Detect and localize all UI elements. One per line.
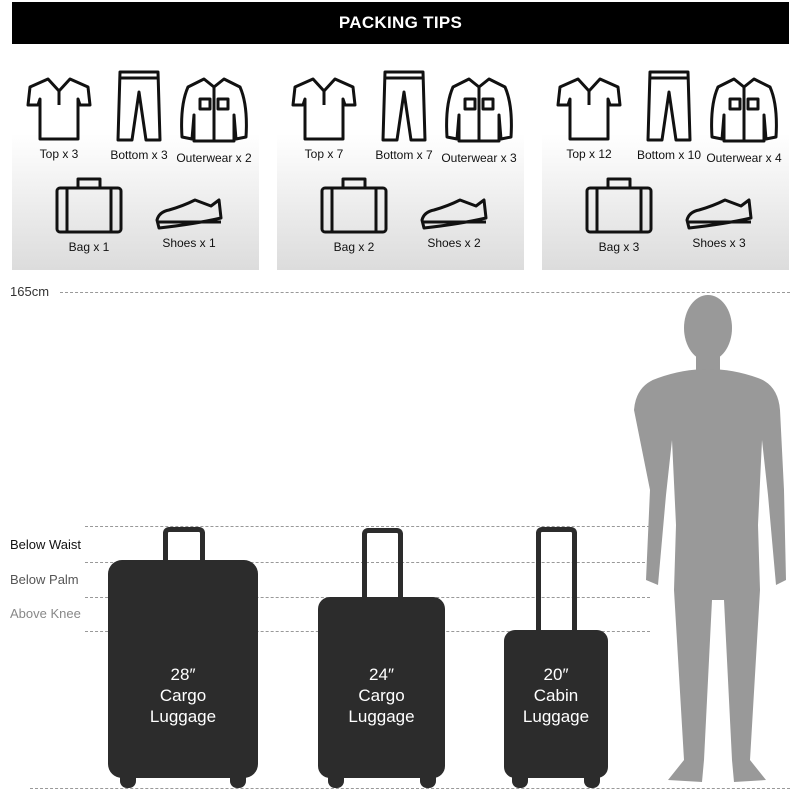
- person-silhouette-icon: [634, 295, 786, 782]
- bottom-icon: [367, 70, 441, 142]
- height-line: [60, 292, 790, 293]
- bag-label: Bag x 1: [68, 240, 110, 254]
- outerwear-label: Outerwear x 4: [706, 151, 782, 165]
- page-title: PACKING TIPS: [12, 2, 789, 44]
- luggage-type: Cargo: [159, 686, 207, 705]
- bottom-label: Bottom x 10: [636, 148, 702, 162]
- packing-panel: Top x 7 Bottom x 7 Outerwear x 3 Bag x 2 Sho…: [277, 60, 524, 270]
- luggage-handle: [362, 528, 403, 600]
- outerwear-item: Outerwear x 2: [172, 75, 256, 165]
- level-above-knee: Above Knee: [10, 606, 81, 621]
- top-label: Top x 3: [39, 147, 79, 161]
- outerwear-label: Outerwear x 2: [176, 151, 252, 165]
- luggage-handle: [536, 527, 577, 633]
- bag-icon: [52, 176, 126, 234]
- bag-icon: [317, 176, 391, 234]
- shoes-icon: [417, 198, 491, 230]
- bag-icon: [582, 176, 656, 234]
- outerwear-icon: [172, 75, 256, 145]
- shoes-label: Shoes x 1: [162, 236, 216, 250]
- top-item: Top x 12: [552, 75, 626, 161]
- outerwear-icon: [702, 75, 786, 145]
- wheel: [230, 776, 246, 788]
- top-icon: [287, 75, 361, 141]
- outerwear-item: Outerwear x 3: [437, 75, 521, 165]
- bag-item: Bag x 3: [582, 176, 656, 254]
- bag-label: Bag x 2: [333, 240, 375, 254]
- luggage-size: 24″: [369, 665, 394, 684]
- level-line: [85, 526, 650, 527]
- packing-panel: Top x 12 Bottom x 10 Outerwear x 4 Bag x 3 S…: [542, 60, 789, 270]
- bottom-item: Bottom x 10: [632, 70, 706, 162]
- outerwear-icon: [437, 75, 521, 145]
- shoes-icon: [682, 198, 756, 230]
- top-item: Top x 7: [287, 75, 361, 161]
- wheel: [120, 776, 136, 788]
- top-label: Top x 7: [304, 147, 344, 161]
- bottom-icon: [102, 70, 176, 142]
- luggage-word: Luggage: [348, 707, 415, 726]
- luggage-type: Cargo: [358, 686, 405, 705]
- bag-label: Bag x 3: [598, 240, 640, 254]
- shoes-item: Shoes x 3: [682, 198, 756, 250]
- top-label: Top x 12: [566, 147, 612, 161]
- level-line: [85, 562, 650, 563]
- wheel: [512, 776, 528, 788]
- wheel: [420, 776, 436, 788]
- luggage-type: Cabin: [533, 686, 579, 705]
- packing-panel: Top x 3 Bottom x 3 Outerwear x 2 Bag x 1 Sho…: [12, 60, 259, 270]
- height-label: 165cm: [10, 284, 50, 299]
- luggage-word: Luggage: [522, 707, 590, 726]
- level-below-waist: Below Waist: [10, 537, 82, 552]
- bag-item: Bag x 2: [317, 176, 391, 254]
- level-below-palm: Below Palm: [10, 572, 79, 587]
- shoes-item: Shoes x 2: [417, 198, 491, 250]
- shoes-item: Shoes x 1: [152, 198, 226, 250]
- bottom-item: Bottom x 3: [102, 70, 176, 162]
- ground-line: [30, 788, 790, 789]
- bottom-label: Bottom x 7: [375, 148, 433, 162]
- luggage-size: 20″: [543, 665, 569, 684]
- top-icon: [552, 75, 626, 141]
- bottom-item: Bottom x 7: [367, 70, 441, 162]
- wheel: [328, 776, 344, 788]
- shoes-label: Shoes x 3: [692, 236, 746, 250]
- shoes-label: Shoes x 2: [427, 236, 481, 250]
- luggage-size: 28″: [170, 665, 196, 684]
- wheel: [584, 776, 600, 788]
- bottom-label: Bottom x 3: [110, 148, 168, 162]
- top-item: Top x 3: [22, 75, 96, 161]
- luggage-word: Luggage: [149, 707, 217, 726]
- top-icon: [22, 75, 96, 141]
- luggage-handle: [163, 527, 205, 563]
- bottom-icon: [632, 70, 706, 142]
- shoes-icon: [152, 198, 226, 230]
- outerwear-label: Outerwear x 3: [441, 151, 517, 165]
- outerwear-item: Outerwear x 4: [702, 75, 786, 165]
- bag-item: Bag x 1: [52, 176, 126, 254]
